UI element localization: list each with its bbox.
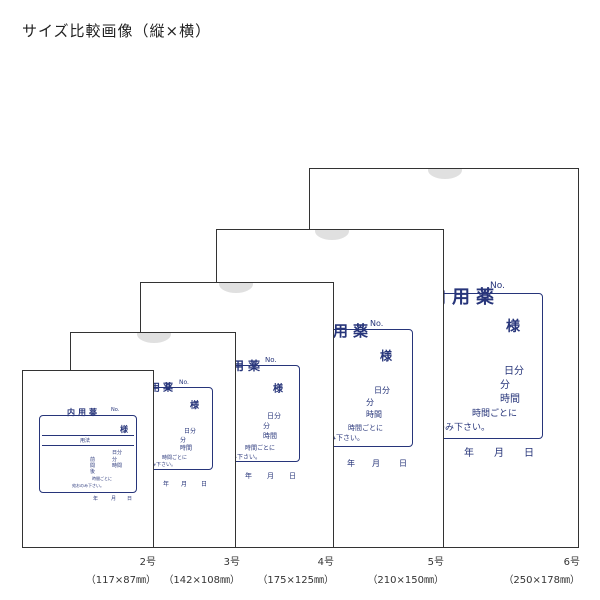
bag-notch bbox=[137, 333, 171, 343]
size-label-3: 3号 （142×108㎜） bbox=[156, 553, 240, 586]
form-day: 日 bbox=[201, 481, 208, 488]
form-card: 様 用法 日分 前 分 間 時間 後 時間ごとに 宛おのみ下さい。 bbox=[39, 415, 137, 493]
form-jikan: 時間 bbox=[500, 394, 520, 405]
size-name: 4号 bbox=[317, 557, 334, 568]
size-dims: （250×178㎜） bbox=[503, 575, 580, 586]
form-sama: 様 bbox=[120, 425, 128, 434]
size-label-4: 4号 （175×125㎜） bbox=[250, 553, 334, 586]
bag-notch bbox=[428, 169, 462, 179]
form-no: No. bbox=[490, 281, 505, 291]
form-rule bbox=[42, 435, 134, 436]
form-per-day: 日分 bbox=[112, 450, 123, 456]
size-name: 2号 bbox=[139, 557, 156, 568]
form-instruction: 宛おのみ下さい。 bbox=[136, 462, 177, 468]
form-per-day: 日分 bbox=[504, 366, 524, 377]
form-jikan: 時間 bbox=[180, 445, 193, 452]
form-month: 月 bbox=[372, 459, 380, 468]
form-jikan: 時間 bbox=[366, 410, 382, 419]
form-month: 月 bbox=[181, 481, 188, 488]
bag-size-2: 内用薬 No. 様 用法 日分 前 分 間 時間 後 時間ごとに 宛おのみ下さい… bbox=[22, 370, 154, 548]
form-instruction: 宛おのみ下さい。 bbox=[308, 434, 364, 442]
bag-notch bbox=[315, 230, 349, 240]
form-day: 日 bbox=[399, 459, 407, 468]
form-no: No. bbox=[370, 319, 384, 328]
form-jikan: 時間 bbox=[112, 463, 123, 469]
size-dims: （210×150㎜） bbox=[367, 575, 444, 586]
form-between: 間 bbox=[90, 463, 96, 469]
size-name: 3号 bbox=[223, 557, 240, 568]
form-no: No. bbox=[179, 379, 189, 386]
form-year: 年 bbox=[163, 481, 170, 488]
form-every-hours: 時間ごとに bbox=[92, 476, 112, 481]
form-every-hours: 時間ごとに bbox=[348, 424, 383, 432]
form-method: 用法 bbox=[80, 438, 91, 444]
form-instruction: 宛おのみ下さい。 bbox=[418, 423, 491, 433]
form-bun: 分 bbox=[112, 457, 118, 463]
size-label-6: 6号 （250×178㎜） bbox=[494, 553, 580, 586]
form-every-hours: 時間ごとに bbox=[472, 409, 518, 419]
form-before: 前 bbox=[90, 457, 96, 463]
form-month: 月 bbox=[111, 496, 117, 502]
form-sama: 様 bbox=[380, 349, 393, 363]
form-per-day: 日分 bbox=[184, 428, 197, 435]
form-per-day: 日分 bbox=[374, 386, 390, 395]
size-dims: （117×87㎜） bbox=[85, 575, 156, 586]
page-title: サイズ比較画像（縦×横） bbox=[22, 22, 212, 40]
form-bun: 分 bbox=[366, 398, 374, 407]
form-year: 年 bbox=[464, 448, 474, 459]
form-after: 後 bbox=[90, 469, 96, 475]
form-day: 日 bbox=[524, 448, 534, 459]
form-no: No. bbox=[265, 356, 277, 364]
form-day: 日 bbox=[127, 496, 133, 502]
form-rule bbox=[42, 445, 134, 446]
size-label-5: 5号 （210×150㎜） bbox=[360, 553, 444, 586]
form-heading: 内用薬 bbox=[428, 287, 500, 308]
form-instruction: 宛おのみ下さい。 bbox=[213, 454, 262, 461]
form-year: 年 bbox=[245, 472, 252, 480]
form-sama: 様 bbox=[273, 384, 283, 395]
size-name: 6号 bbox=[563, 557, 580, 568]
form-bun: 分 bbox=[180, 437, 187, 444]
form-bun: 分 bbox=[500, 380, 510, 391]
size-name: 5号 bbox=[427, 557, 444, 568]
form-per-day: 日分 bbox=[267, 412, 281, 420]
form-sama: 様 bbox=[190, 401, 200, 411]
form-sama: 様 bbox=[506, 319, 520, 335]
bag-notch bbox=[219, 283, 253, 293]
form-year: 年 bbox=[93, 496, 99, 502]
form-day: 日 bbox=[289, 472, 296, 480]
form-no: No. bbox=[111, 407, 120, 413]
form-every-hours: 時間ごとに bbox=[245, 445, 276, 452]
form-instruction: 宛おのみ下さい。 bbox=[72, 483, 104, 488]
size-dims: （142×108㎜） bbox=[163, 575, 240, 586]
size-dims: （175×125㎜） bbox=[257, 575, 334, 586]
form-heading: 内用薬 bbox=[67, 408, 100, 417]
form-every-hours: 時間ごとに bbox=[162, 455, 188, 461]
form-jikan: 時間 bbox=[263, 432, 277, 440]
form-month: 月 bbox=[267, 472, 274, 480]
form-bun: 分 bbox=[263, 422, 270, 430]
form-heading: 内用薬 bbox=[137, 383, 176, 394]
form-year: 年 bbox=[347, 459, 355, 468]
size-label-2: 2号 （117×87㎜） bbox=[84, 553, 156, 586]
form-month: 月 bbox=[494, 448, 504, 459]
